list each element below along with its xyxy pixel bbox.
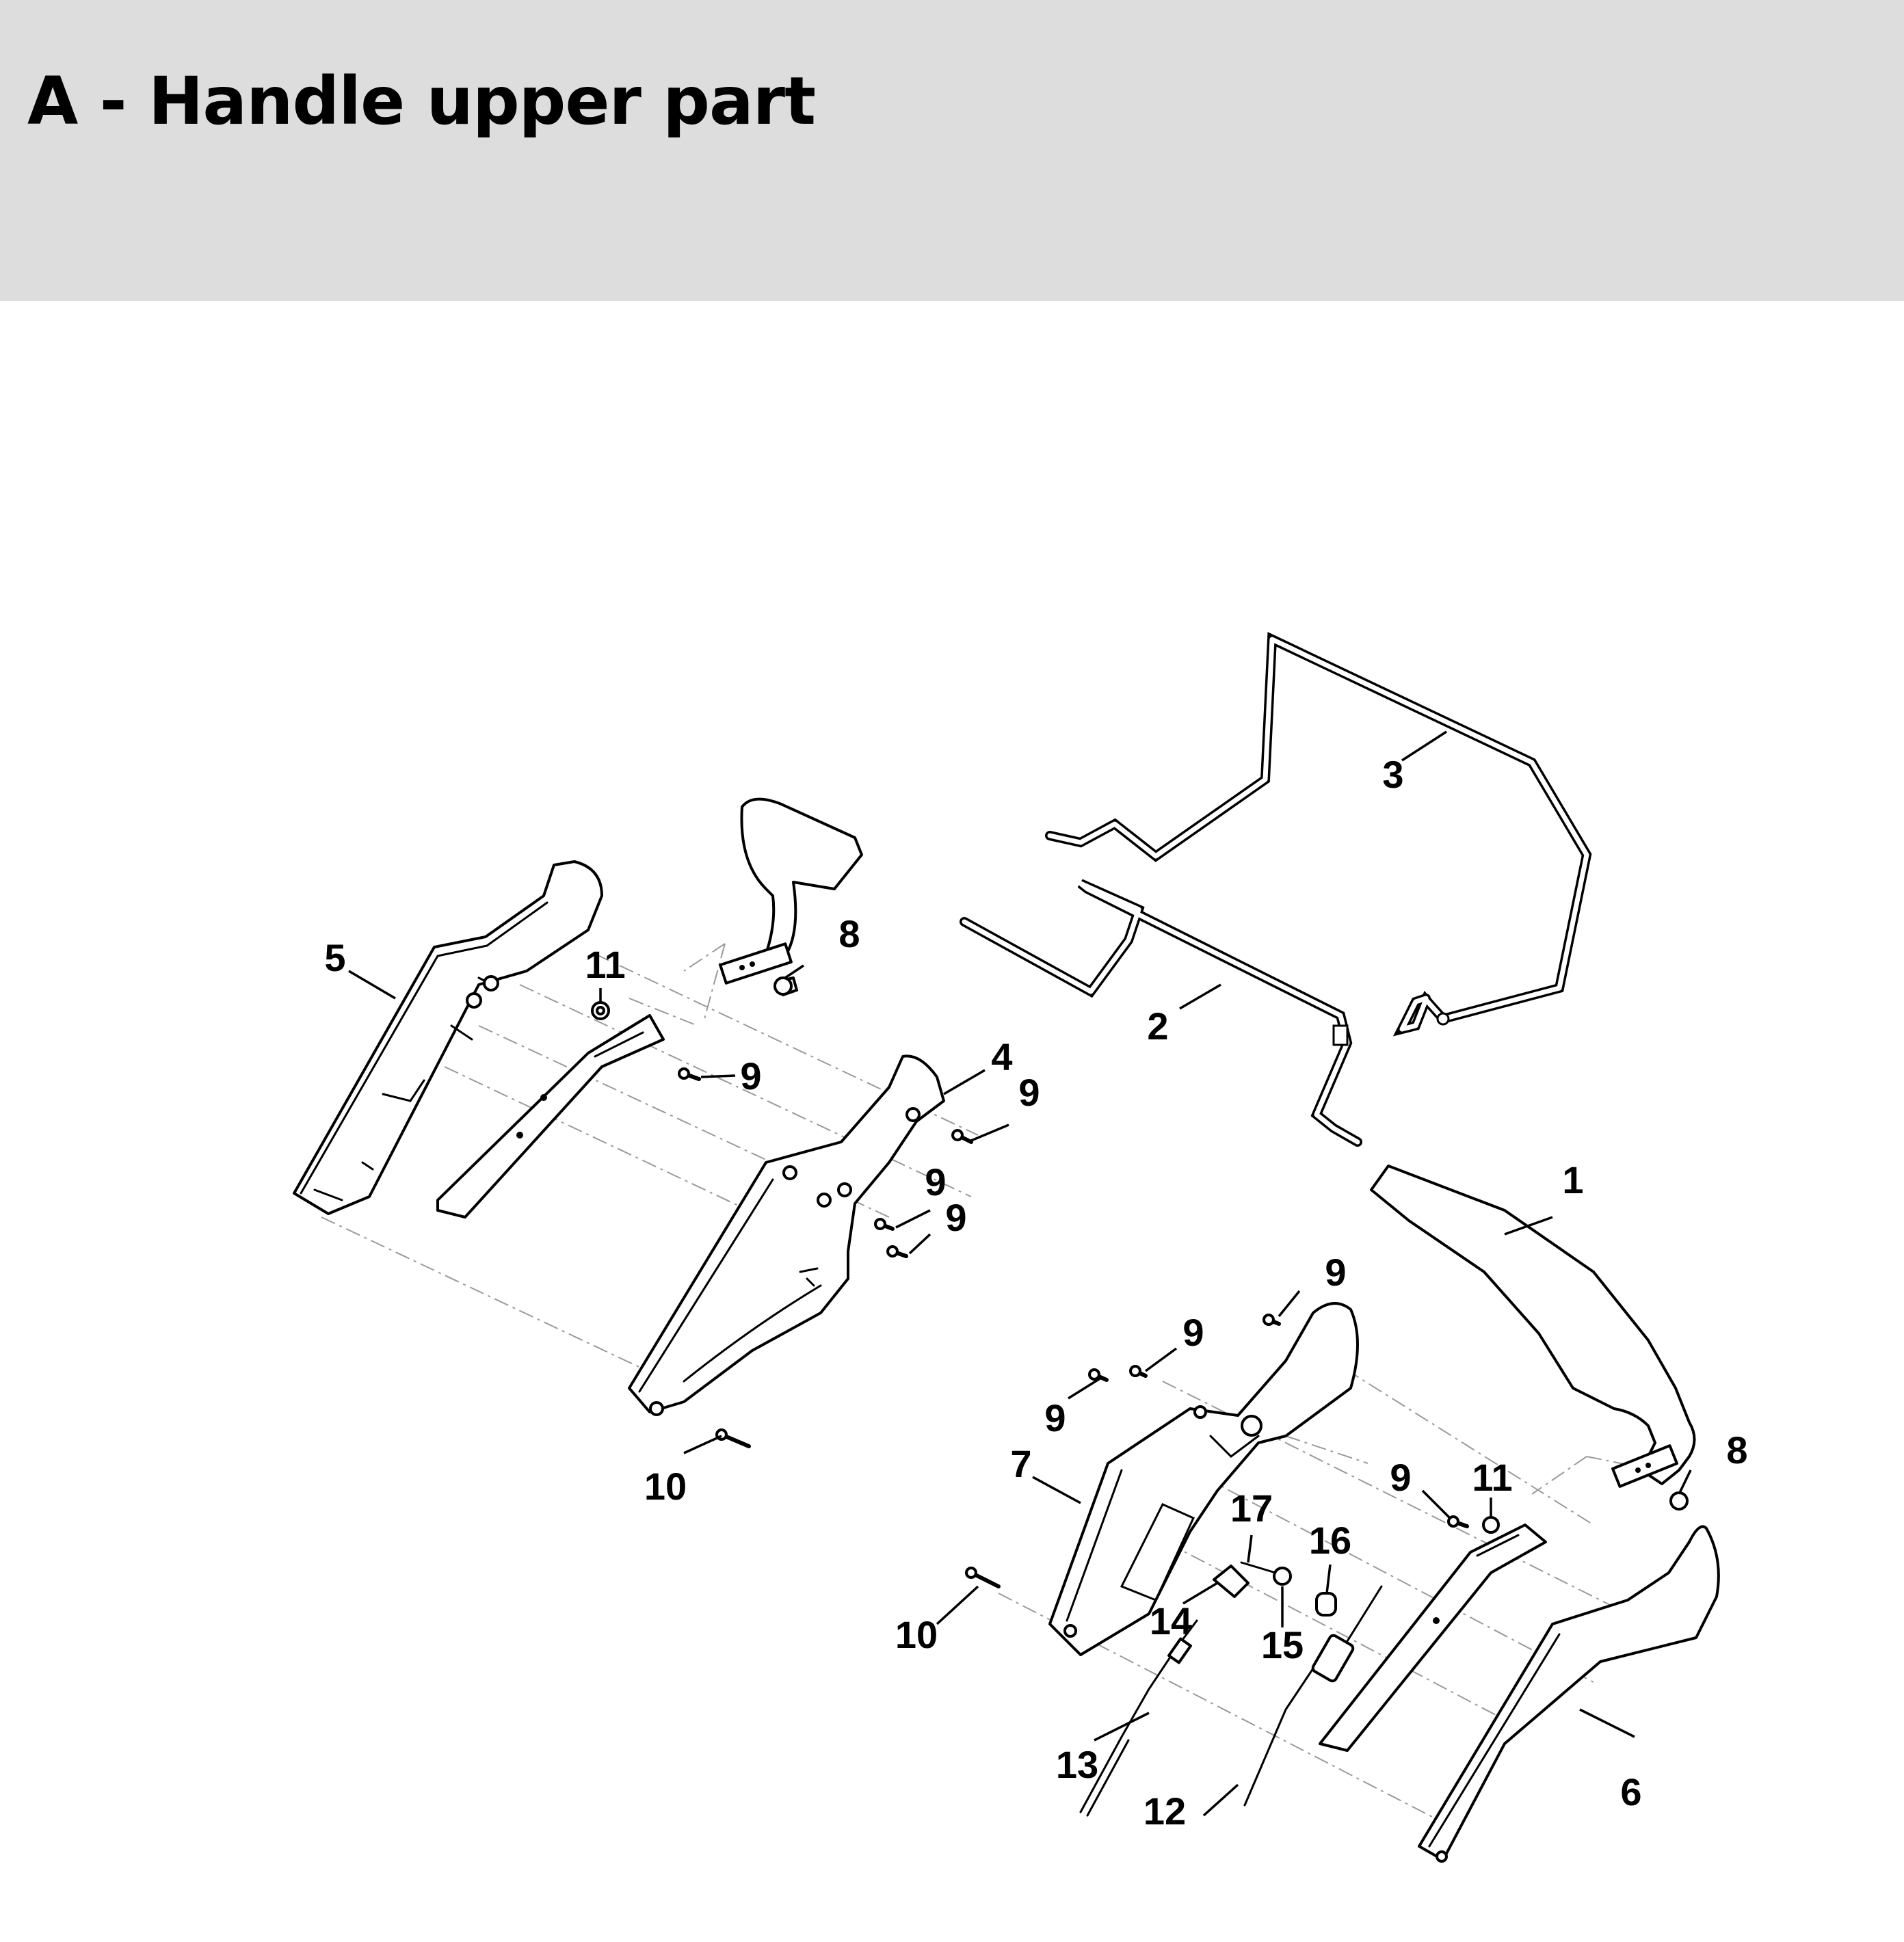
callout-15: 15	[1261, 1623, 1304, 1666]
callout-11-left: 11	[585, 943, 625, 986]
callout-9-d: 9	[945, 1196, 966, 1239]
callout-10-right: 10	[895, 1613, 938, 1656]
callout-11-right: 11	[1472, 1456, 1512, 1499]
callout-9-a: 9	[740, 1054, 761, 1098]
part-15-bushing	[1273, 1567, 1292, 1586]
part-1-handle-tube	[1370, 1165, 1696, 1511]
callout-14: 14	[1150, 1599, 1192, 1642]
part-2-drive-bail	[960, 879, 1362, 1147]
callout-labels: 1 2 3 4 5 6 7 8 8 9 9 9 9 9 9 9 9 10 10 …	[324, 753, 1747, 1833]
left-inner-handle-bracket	[436, 1014, 665, 1219]
assembly-dash-lines	[321, 943, 1656, 1820]
part-12-cable	[1243, 1585, 1383, 1807]
callout-10-left: 10	[644, 1465, 687, 1508]
part-14-clip	[1213, 1565, 1250, 1598]
callout-5: 5	[324, 936, 345, 979]
screw-fasteners	[678, 1067, 1469, 1588]
callout-9-h: 9	[1390, 1456, 1411, 1499]
page-title: A - Handle upper part	[27, 63, 816, 139]
part-13-cable	[1079, 1619, 1198, 1817]
part-16-sleeve	[1315, 1592, 1337, 1617]
callout-12: 12	[1143, 1790, 1186, 1833]
part-11-left-nut	[591, 1001, 610, 1020]
callout-9-b: 9	[1018, 1071, 1040, 1114]
part-6-right-outer-cover	[1418, 1525, 1720, 1863]
part-8-left-handle-bracket	[719, 797, 863, 996]
part-5-left-outer-cover	[293, 860, 603, 1215]
callout-8-left: 8	[838, 912, 860, 955]
callout-3: 3	[1382, 753, 1403, 796]
callout-7: 7	[1010, 1442, 1031, 1485]
callout-4: 4	[991, 1035, 1012, 1078]
callout-13: 13	[1056, 1743, 1098, 1786]
callout-17: 17	[1230, 1487, 1273, 1530]
callout-9-g: 9	[1044, 1396, 1066, 1439]
callout-8-right: 8	[1726, 1428, 1747, 1472]
part-11-right-nut	[1482, 1516, 1500, 1534]
callout-9-c: 9	[925, 1160, 946, 1203]
callout-16: 16	[1309, 1519, 1351, 1562]
right-inner-handle-bracket	[1319, 1524, 1547, 1752]
callout-leaders	[348, 730, 1692, 1817]
callout-9-e: 9	[1325, 1251, 1346, 1294]
callout-6: 6	[1620, 1770, 1641, 1813]
part-3-control-bail	[1045, 632, 1592, 1037]
callout-9-f: 9	[1182, 1311, 1204, 1354]
callout-2: 2	[1147, 1005, 1168, 1048]
title-bar: A - Handle upper part	[0, 0, 1904, 301]
part-7-right-inner-cover	[1048, 1302, 1359, 1656]
part-17-screw	[1240, 1561, 1277, 1574]
part-4-left-cover	[628, 1054, 945, 1416]
callout-1: 1	[1562, 1158, 1583, 1201]
